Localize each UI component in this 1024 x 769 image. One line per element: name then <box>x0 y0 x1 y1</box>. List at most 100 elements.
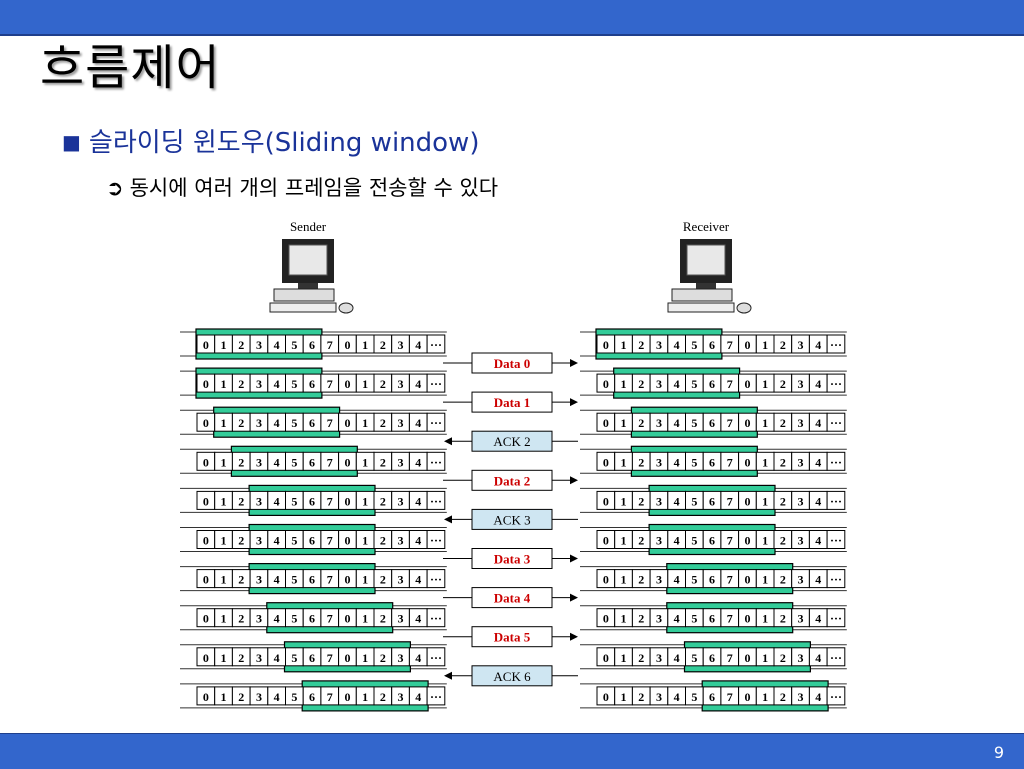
sender-computer-screen <box>288 244 328 276</box>
sender-row-cell-label: 0 <box>344 494 350 508</box>
receiver-row-cell-label: 1 <box>762 573 768 587</box>
receiver-row-cell-label: 5 <box>691 573 697 587</box>
receiver-row-cell-label: 3 <box>798 690 804 704</box>
receiver-row-cell-label: 1 <box>762 338 768 352</box>
sender-row-cell <box>426 412 446 432</box>
sender-row-cell-label: 0 <box>203 651 209 665</box>
receiver-row-cell-label: 1 <box>762 494 768 508</box>
message-label: ACK 3 <box>493 512 530 527</box>
receiver-row-cell <box>826 334 846 354</box>
sender-row-cell-label: 2 <box>380 612 386 626</box>
sender-row-cell-label: 4 <box>274 338 280 352</box>
bullet-level1-text: 슬라이딩 윈도우(Sliding window) <box>88 128 480 158</box>
receiver-row-cell-label: 7 <box>727 377 733 391</box>
sender-row-cell-label: 4 <box>415 690 421 704</box>
receiver-row-cell-label: ··· <box>830 534 842 548</box>
sender-row-cell-label: 4 <box>274 377 280 391</box>
receiver-row-cell-label: 4 <box>674 651 680 665</box>
message-label: ACK 6 <box>493 669 531 684</box>
receiver-row-cell-label: 4 <box>674 377 680 391</box>
receiver-row-cell-label: 5 <box>691 612 697 626</box>
receiver-row-cell-label: 3 <box>656 377 662 391</box>
sender-row-cell-label: 5 <box>291 494 297 508</box>
receiver-row-cell-label: 4 <box>815 494 821 508</box>
receiver-row-cell-label: 2 <box>638 377 644 391</box>
square-bullet-icon: ■ <box>62 130 81 154</box>
message-label: Data 5 <box>494 630 531 645</box>
receiver-row-cell-label: ··· <box>830 573 842 587</box>
receiver-row-cell-label: 4 <box>815 455 821 469</box>
message-label: Data 2 <box>494 473 530 488</box>
receiver-row-cell-label: 2 <box>780 612 786 626</box>
receiver-row-cell-label: 4 <box>815 690 821 704</box>
receiver-row-cell-label: 4 <box>674 494 680 508</box>
sender-row-cell-label: 3 <box>398 416 404 430</box>
receiver-row-cell-label: 0 <box>603 455 609 469</box>
receiver-computer-stand <box>696 283 716 289</box>
message-label: Data 0 <box>494 356 530 371</box>
receiver-computer-screen <box>686 244 726 276</box>
sender-row-cell-label: 4 <box>415 377 421 391</box>
sender-row-cell-label: 1 <box>221 534 227 548</box>
sender-row-cell-label: 3 <box>256 416 262 430</box>
sender-row-cell-label: 7 <box>327 455 333 469</box>
receiver-row-cell-label: 7 <box>727 573 733 587</box>
sender-row-cell-label: 5 <box>291 455 297 469</box>
sender-row-cell-label: 1 <box>221 494 227 508</box>
arrow-right-icon <box>570 398 578 407</box>
receiver-row-cell <box>826 608 846 628</box>
sender-row-cell-label: 3 <box>256 651 262 665</box>
receiver-row-cell-label: 2 <box>780 534 786 548</box>
sender-row-cell-label: 2 <box>380 416 386 430</box>
sender-row-cell-label: 6 <box>309 455 315 469</box>
sender-row-cell-label: 4 <box>274 534 280 548</box>
receiver-row-cell-label: 2 <box>638 455 644 469</box>
receiver-row-cell-label: 6 <box>709 573 715 587</box>
receiver-row-cell-label: 3 <box>656 338 662 352</box>
receiver-row-cell-label: 0 <box>603 534 609 548</box>
receiver-row-cell-label: 1 <box>621 377 627 391</box>
receiver-row-cell <box>826 686 846 706</box>
receiver-row-cell-label: 2 <box>780 416 786 430</box>
sender-row-cell-label: 2 <box>238 377 244 391</box>
sender-row-cell-label: 3 <box>398 338 404 352</box>
sender-row-cell-label: 2 <box>238 612 244 626</box>
sender-row-cell-label: 0 <box>203 416 209 430</box>
sender-row-cell-label: 7 <box>327 338 333 352</box>
slide-title: 흐름제어 <box>40 40 221 96</box>
receiver-row-cell-label: 4 <box>815 338 821 352</box>
sender-row-cell-label: 3 <box>398 690 404 704</box>
receiver-row-cell-label: 0 <box>603 494 609 508</box>
receiver-row-cell-label: 3 <box>798 494 804 508</box>
sender-row-cell-label: 2 <box>380 338 386 352</box>
sender-row-cell-label: 3 <box>256 690 262 704</box>
receiver-row-cell-label: 2 <box>780 690 786 704</box>
receiver-row-cell-label: 5 <box>691 494 697 508</box>
sender-row-cell-label: 0 <box>203 494 209 508</box>
receiver-row-cell-label: 6 <box>709 494 715 508</box>
sender-row-cell-label: 4 <box>274 573 280 587</box>
sender-row-cell-label: 1 <box>221 416 227 430</box>
receiver-row-cell-label: 0 <box>603 573 609 587</box>
receiver-row-cell-label: 2 <box>780 494 786 508</box>
sender-row-cell-label: 7 <box>327 690 333 704</box>
receiver-row-cell-label: 4 <box>674 573 680 587</box>
sender-row-cell-label: 2 <box>238 690 244 704</box>
receiver-row-cell <box>826 647 846 667</box>
sender-row-cell-label: 0 <box>344 651 350 665</box>
receiver-row-cell-label: 7 <box>727 338 733 352</box>
sender-row-cell-label: 2 <box>380 377 386 391</box>
sender-row-cell-label: 3 <box>398 377 404 391</box>
receiver-row-cell-label: 5 <box>691 377 697 391</box>
sender-row-cell-label: 0 <box>344 534 350 548</box>
sender-row-cell-label: 4 <box>415 416 421 430</box>
receiver-row-cell-label: 2 <box>638 534 644 548</box>
sender-row-cell-label: 1 <box>362 494 368 508</box>
receiver-row-cell-label: 0 <box>744 377 750 391</box>
receiver-row-cell-label: 1 <box>621 651 627 665</box>
sender-row-cell-label: 7 <box>327 651 333 665</box>
sender-row-cell-label: 6 <box>309 377 315 391</box>
receiver-row-cell-label: 4 <box>674 338 680 352</box>
arrow-right-icon <box>570 593 578 602</box>
message-label: Data 3 <box>494 552 531 567</box>
